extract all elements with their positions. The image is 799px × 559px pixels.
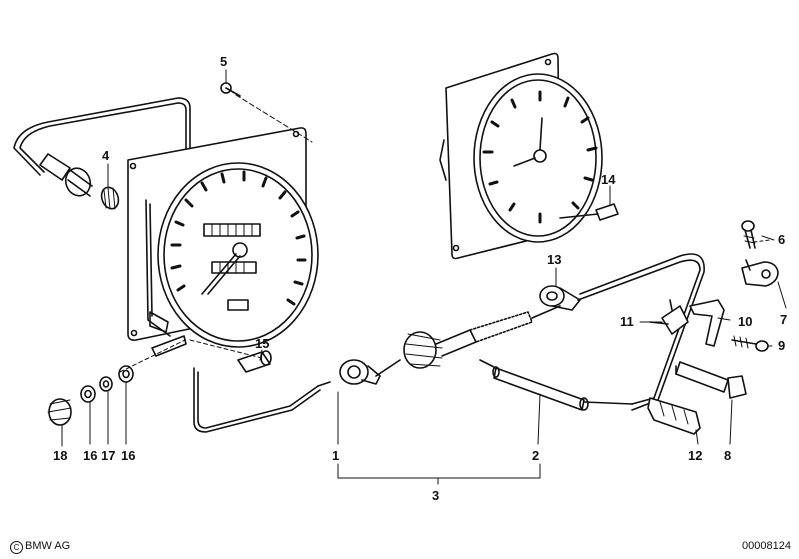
callout-4: 4	[102, 148, 110, 163]
callout-3: 3	[432, 488, 439, 503]
drawing-number: 00008124	[742, 540, 791, 552]
speedometer-assembly	[13, 82, 319, 373]
washer-16-left	[80, 385, 96, 403]
clock-hand-long	[539, 117, 543, 151]
screw-6	[741, 220, 755, 232]
callout-labels: 1 2 3 4 5 6 7 8 9 10 11 12 13 14 15 18 1…	[53, 54, 787, 503]
speedometer-cable-upper	[13, 97, 191, 176]
callout-5: 5	[220, 54, 227, 69]
switch-8	[675, 361, 729, 393]
copyright-text: BMW AG	[25, 540, 71, 552]
callout-9: 9	[778, 338, 785, 353]
cable-1	[193, 305, 561, 433]
callout-17: 17	[101, 448, 115, 463]
bulb-15	[237, 351, 271, 373]
callout-18: 18	[53, 448, 67, 463]
right-parts	[647, 220, 779, 435]
callout-12: 12	[688, 448, 702, 463]
clock-hand-short	[513, 157, 536, 167]
grommet-1	[339, 359, 369, 385]
cable-nut-left	[64, 167, 92, 197]
contact-12	[647, 397, 701, 435]
washer-16-right	[118, 365, 134, 383]
callout-1: 1	[332, 448, 339, 463]
lever-10	[689, 299, 725, 347]
connector-1	[403, 331, 437, 369]
clock-hub	[533, 149, 547, 163]
knurled-nut-18	[48, 398, 72, 426]
callout-11: 11	[620, 314, 634, 329]
callout-10: 10	[738, 314, 752, 329]
copyright-symbol: C	[10, 541, 23, 554]
callout-8: 8	[724, 448, 731, 463]
callout-13: 13	[547, 252, 561, 267]
callout-16-right: 16	[121, 448, 135, 463]
leader-lines	[61, 69, 787, 485]
washer-17	[99, 376, 113, 392]
screw-9	[731, 339, 757, 345]
cable-sheath	[493, 367, 585, 411]
clock-assembly	[439, 52, 619, 260]
callout-16-left: 16	[83, 448, 97, 463]
odometer-window	[203, 223, 261, 237]
bracket-11	[661, 305, 689, 335]
callout-7: 7	[780, 312, 787, 327]
adjuster-14	[595, 203, 619, 221]
callout-6: 6	[778, 232, 785, 247]
clip-7	[741, 261, 779, 287]
speedometer-needle	[201, 253, 241, 295]
bracket-3	[337, 463, 541, 479]
callout-2: 2	[532, 448, 539, 463]
washer-stack	[47, 335, 187, 426]
cable-2	[479, 253, 705, 411]
callout-15: 15	[255, 336, 269, 351]
callout-14: 14	[601, 172, 616, 187]
